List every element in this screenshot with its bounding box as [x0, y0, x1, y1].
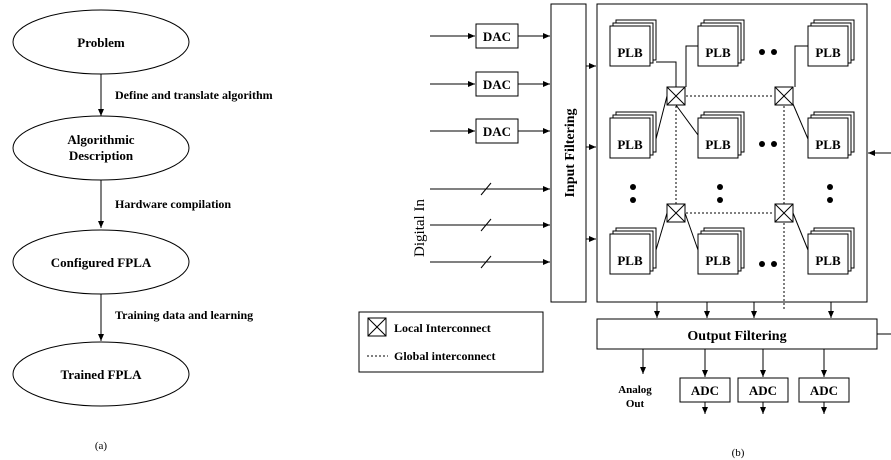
adc-3: ADC: [798, 349, 850, 414]
dac-label: DAC: [483, 77, 511, 92]
adc-box: [798, 377, 850, 403]
switch-local: [774, 203, 794, 223]
dac-box: [475, 71, 519, 97]
plb-label: PLB: [705, 137, 731, 152]
adc-1: ADC: [679, 349, 731, 414]
adc-label: ADC: [749, 383, 777, 398]
caption-b: (b): [732, 447, 745, 459]
flow-diagram: Problem Define and translate algorithm A…: [12, 9, 273, 452]
plb-r1-c3: PLB: [807, 19, 855, 67]
plb-r2-c2: PLB: [697, 111, 745, 159]
plb-r2-c1: PLB: [609, 111, 657, 159]
ellipsis-dots: [630, 49, 833, 267]
dac-box: [475, 23, 519, 49]
local-interconnect-wires: [655, 45, 809, 251]
node-configured-label: Configured FPLA: [51, 255, 152, 270]
dac-label: DAC: [483, 124, 511, 139]
plb-r3-c1: PLB: [609, 227, 657, 275]
digital-in-label: Digital In: [412, 199, 428, 257]
adc-box: [679, 377, 731, 403]
digital-inputs: Digital In: [412, 182, 550, 269]
dac-box: [475, 118, 519, 144]
global-interconnect: [675, 95, 785, 310]
dac-row-1: DAC: [430, 23, 550, 49]
adc-2: ADC: [737, 349, 789, 414]
plb-label: PLB: [705, 45, 731, 60]
dac-label: DAC: [483, 29, 511, 44]
plb-label: PLB: [815, 137, 841, 152]
adc-label: ADC: [691, 383, 719, 398]
input-filtering-label: Input Filtering: [563, 108, 578, 197]
legend-global-label: Global interconnect: [394, 349, 495, 363]
plb-label: PLB: [705, 253, 731, 268]
node-trained-fpla: [12, 341, 190, 407]
node-algorithmic-label-1: Algorithmic: [67, 132, 134, 147]
out-label: Out: [626, 398, 645, 410]
plb-r3-c2: PLB: [697, 227, 745, 275]
edge-label-hardware: Hardware compilation: [115, 197, 231, 211]
switch-local: [666, 86, 686, 106]
dac-row-3: DAC: [430, 118, 550, 144]
output-filtering-label: Output Filtering: [687, 329, 786, 344]
plb-r3-c3: PLB: [807, 227, 855, 275]
input-filtering-block: [550, 3, 587, 303]
plb-label: PLB: [617, 253, 643, 268]
plb-label: PLB: [815, 253, 841, 268]
dac-row-2: DAC: [430, 71, 550, 97]
node-trained-label: Trained FPLA: [60, 367, 142, 382]
caption-a: (a): [95, 440, 108, 452]
architecture-diagram: DAC DAC DAC Digital In Input Filter: [358, 3, 891, 459]
legend-local-label: Local Interconnect: [394, 321, 491, 335]
plb-r2-c3: PLB: [807, 111, 855, 159]
analog-label: Analog: [618, 384, 652, 396]
node-algorithmic-label-2: Description: [69, 148, 134, 163]
edge-label-define: Define and translate algorithm: [115, 88, 273, 102]
switch-local: [666, 203, 686, 223]
plb-r1-c1: PLB: [609, 19, 657, 67]
plb-label: PLB: [617, 137, 643, 152]
legend-local-icon: [367, 317, 387, 337]
node-problem-label: Problem: [77, 35, 125, 50]
switch-local: [774, 86, 794, 106]
plb-r1-c2: PLB: [697, 19, 745, 67]
legend: Local Interconnect Global interconnect: [358, 311, 544, 373]
plb-label: PLB: [617, 45, 643, 60]
edge-label-training: Training data and learning: [115, 308, 253, 322]
output-filtering-block: [596, 318, 878, 350]
legend-box: [358, 311, 544, 373]
adc-label: ADC: [810, 383, 838, 398]
plb-label: PLB: [815, 45, 841, 60]
adc-box: [737, 377, 789, 403]
